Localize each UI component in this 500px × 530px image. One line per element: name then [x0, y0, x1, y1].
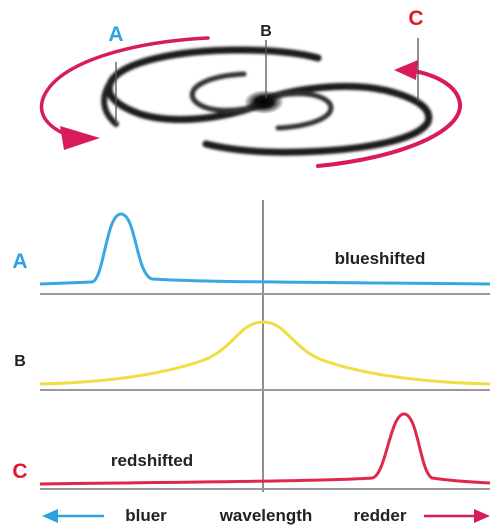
rotation-arrow-left: [39, 36, 210, 138]
axis-label-redder: redder: [354, 506, 407, 525]
spectra-panel: A B C blueshifted redshifted: [12, 200, 491, 492]
spectrum-label-c: C: [12, 460, 27, 483]
axis-label-wavelength: wavelength: [219, 506, 313, 525]
galaxy: A B C: [39, 7, 463, 168]
rotation-arrowhead-right-icon: [394, 60, 418, 80]
galaxy-label-c: C: [408, 7, 423, 30]
spiral-arm-outer-right: [202, 83, 433, 156]
galaxy-label-a: A: [108, 23, 123, 46]
spectrum-line-c: [39, 412, 491, 486]
rotation-arrowhead-left-icon: [60, 126, 100, 150]
spectrum-label-a: A: [12, 250, 27, 273]
galaxy-label-b: B: [260, 23, 272, 40]
annotation-blueshifted: blueshifted: [335, 249, 426, 268]
annotation-redshifted: redshifted: [111, 451, 193, 470]
arrow-redder-icon: [474, 509, 490, 523]
arrow-bluer-icon: [42, 509, 58, 523]
spectrum-line-a: [39, 212, 491, 286]
spectrum-line-b: [39, 320, 491, 386]
spiral-arm-inner-1: [189, 71, 265, 113]
spiral-arm-tail-left: [101, 77, 119, 127]
spiral-arm-inner-2: [259, 91, 334, 131]
axis-label-bluer: bluer: [125, 506, 167, 525]
wavelength-axis: bluer wavelength redder: [42, 506, 490, 525]
galaxy-core: [244, 90, 284, 114]
spectrum-label-b: B: [14, 353, 26, 370]
rotation-arrow-right: [316, 68, 463, 168]
